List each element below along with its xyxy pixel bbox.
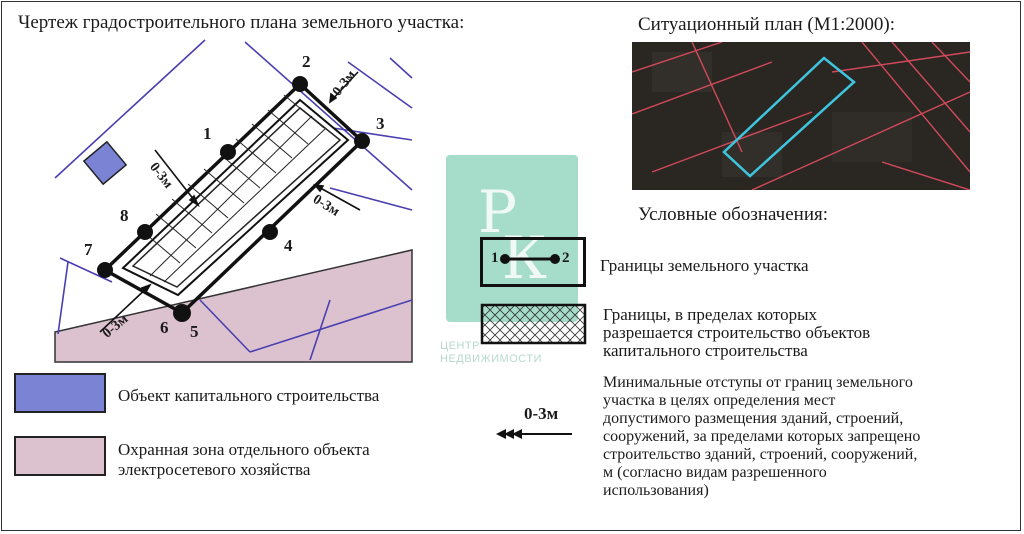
vertex-label-4: 4: [284, 236, 293, 255]
vertex-5: [173, 304, 191, 322]
vertex-3: [354, 133, 370, 149]
vertex-label-1: 1: [203, 124, 212, 143]
legend-protection-zone-l2: электросетевого хозяйства: [118, 460, 311, 479]
legend-boundary-label: Границы земельного участка: [600, 256, 809, 275]
situation-plan-title: Ситуационный план (М1:2000):: [638, 14, 896, 35]
vertex-label-2: 2: [302, 52, 311, 71]
legend-build-zone-l3: капитального строительства: [603, 341, 808, 360]
legend-protection-zone-l1: Охранная зона отдельного объекта: [118, 440, 370, 459]
legend-setback-desc-l7: использования): [603, 482, 709, 499]
legend-setback-symbol-label: 0-3м: [524, 404, 559, 423]
buildable-grid: [131, 94, 342, 288]
plan-title: Чертеж градостроительного плана земельно…: [18, 12, 465, 33]
legend-boundary-pt2: 2: [562, 250, 570, 266]
legend-setback-desc-l5: строительство зданий, строений, сооружен…: [603, 446, 918, 463]
vertex-7: [97, 262, 113, 278]
boundary-vertices: [97, 76, 370, 322]
legend-boundary-swatch: [480, 237, 586, 287]
legend-title: Условные обозначения:: [638, 204, 829, 225]
vertex-8: [137, 224, 153, 240]
capital-object-square: [82, 140, 128, 186]
legend-setback-desc-l1: Минимальные отступы от границ земельного: [603, 374, 913, 391]
vertex-label-3: 3: [376, 114, 385, 133]
watermark-text: ЦЕНТР НЕДВИЖИМОСТИ: [440, 340, 542, 366]
vertex-label-6: 6: [160, 318, 169, 337]
vertex-4: [262, 224, 278, 240]
setback-arrows: [99, 71, 361, 333]
legend-setback-desc-l6: м (согласно видам разрешенного: [603, 464, 827, 481]
legend-boundary-pt1: 1: [491, 250, 499, 266]
vertex-label-7: 7: [84, 240, 93, 259]
legend-protection-zone-swatch: [14, 436, 106, 476]
protection-zone-area: [54, 249, 413, 363]
watermark-letter-r: Р: [478, 178, 518, 246]
situation-map: [632, 42, 970, 190]
vertex-2: [292, 76, 308, 92]
map-texture: [652, 52, 912, 177]
watermark-line-2: НЕДВИЖИМОСТИ: [440, 353, 542, 365]
cadastral-lines: [54, 39, 413, 361]
vertex-1: [220, 144, 236, 160]
vertex-label-5: 5: [190, 322, 199, 341]
legend-setback-desc-l3: допустимого размещения зданий, строений,: [603, 410, 904, 427]
situation-map-lines: [632, 42, 970, 190]
legend-build-zone-l2: разрешается строительство объектов: [603, 323, 871, 342]
setback-boundary: [121, 98, 350, 297]
legend-setback-desc-l2: участка в целях определения мест: [603, 392, 836, 409]
map-parcels: [632, 42, 970, 190]
legend-build-zone-l1: Границы, в пределах которых: [603, 305, 817, 324]
legend-setback-desc-l4: сооружений, за пределами которых запреще…: [603, 428, 921, 445]
map-site-outline: [722, 56, 856, 178]
vertex-label-8: 8: [120, 206, 129, 225]
legend-capital-object-swatch: [14, 373, 106, 413]
legend-capital-object-label: Объект капитального строительства: [118, 386, 380, 405]
watermark-line-1: ЦЕНТР: [440, 340, 480, 352]
